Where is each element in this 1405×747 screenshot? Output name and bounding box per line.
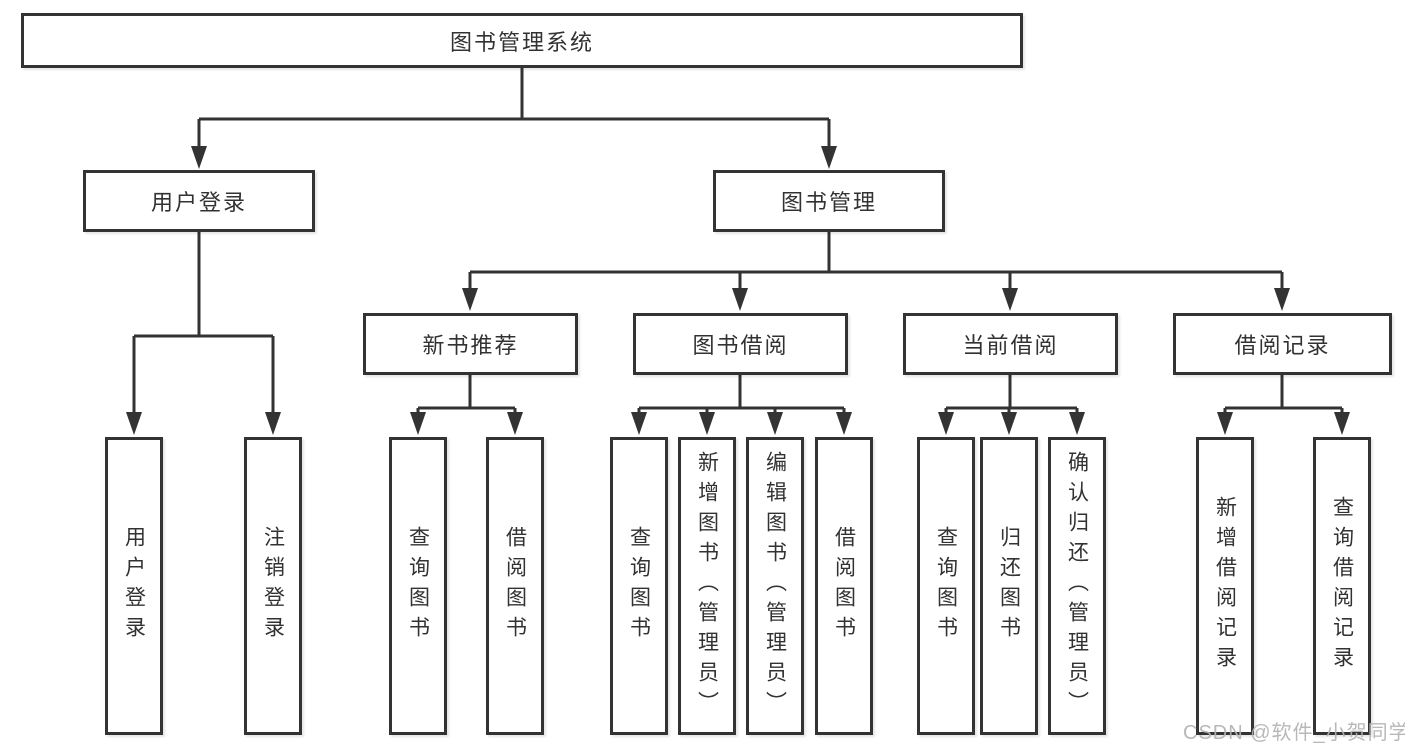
leaf-query-books-newrec: 查询图书 — [389, 437, 447, 735]
connector-bookmgmt-to-level3 — [462, 232, 1290, 311]
node-current-borrowing: 当前借阅 — [903, 313, 1118, 375]
connector-newbook-to-leaves — [410, 375, 523, 435]
leaf-query-books-current: 查询图书 — [917, 437, 975, 735]
leaf-add-borrow-record: 新增借阅记录 — [1196, 437, 1254, 735]
node-new-book-recommendation: 新书推荐 — [363, 313, 578, 375]
leaf-confirm-return-admin: 确认归还（管理员） — [1048, 437, 1106, 735]
connector-currentborrow-to-leaves — [938, 375, 1085, 435]
connector-root-to-level2 — [191, 68, 837, 169]
leaf-edit-books-admin: 编辑图书（管理员） — [746, 437, 804, 735]
connector-records-to-leaves — [1217, 375, 1350, 435]
csdn-watermark: CSDN @软件_小贺同学 — [1183, 722, 1405, 744]
leaf-add-books-admin: 新增图书（管理员） — [678, 437, 736, 735]
leaf-user-login: 用户登录 — [105, 437, 163, 735]
node-user-login: 用户登录 — [83, 170, 315, 232]
connector-bookborrow-to-leaves — [631, 375, 852, 435]
leaf-logout: 注销登录 — [244, 437, 302, 735]
node-book-borrowing: 图书借阅 — [633, 313, 848, 375]
leaf-borrow-books-newrec: 借阅图书 — [486, 437, 544, 735]
leaf-query-books-borrow: 查询图书 — [610, 437, 668, 735]
node-library-management-system: 图书管理系统 — [21, 13, 1023, 68]
leaf-borrow-books: 借阅图书 — [815, 437, 873, 735]
connector-userlogin-to-leaves — [126, 232, 281, 435]
leaf-return-books: 归还图书 — [980, 437, 1038, 735]
node-book-management: 图书管理 — [713, 170, 945, 232]
leaf-query-borrow-record: 查询借阅记录 — [1313, 437, 1371, 735]
node-borrowing-records: 借阅记录 — [1173, 313, 1392, 375]
